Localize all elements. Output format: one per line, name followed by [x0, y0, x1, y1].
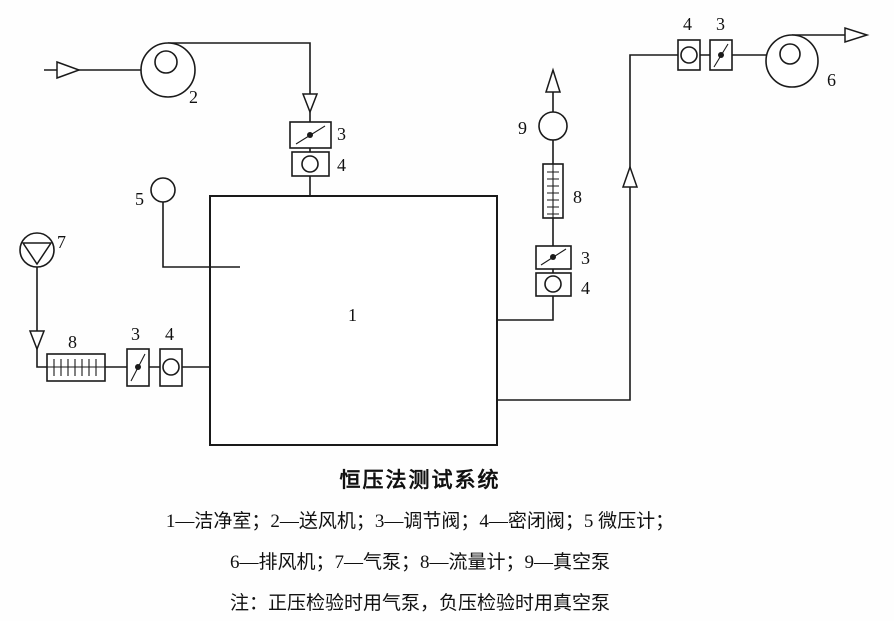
sealed-valve-top-symbol [291, 151, 330, 177]
note-line: 注：正压检验时用气泵，负压检验时用真空泵 [229, 593, 610, 614]
vacuum-up-arrow-icon [544, 67, 562, 93]
label-valve3-topright: 3 [716, 14, 725, 34]
label-valve4-left: 4 [165, 324, 174, 344]
label-supply-fan: 2 [189, 87, 198, 107]
label-valve4-right: 4 [581, 278, 590, 298]
vacuum-line [497, 92, 554, 321]
regulating-valve-topright-symbol [709, 39, 733, 71]
clean-room-box [209, 195, 498, 446]
micromanometer-line [162, 202, 240, 268]
label-valve3-right: 3 [581, 248, 590, 268]
sealed-valve-right-symbol [535, 272, 572, 297]
supply-duct-line [44, 42, 311, 196]
label-valve3-left: 3 [131, 324, 140, 344]
caption-block: 恒压法测试系统 1—洁净室；2—送风机；3—调节阀；4—密闭阀；5 微压计； 6… [0, 464, 840, 615]
legend-line-1: 1—洁净室；2—送风机；3—调节阀；4—密闭阀；5 微压计； [165, 511, 675, 532]
flowmeter-right-symbol [542, 163, 564, 219]
inlet-arrow-icon [56, 60, 82, 80]
label-air-pump: 7 [57, 232, 66, 252]
vacuum-pump-symbol [538, 111, 568, 141]
outlet-arrow-icon [844, 26, 870, 44]
label-exhaust-fan: 6 [827, 70, 836, 90]
label-micromanometer: 5 [135, 189, 144, 209]
label-valve3-top: 3 [337, 124, 346, 144]
air-pump-symbol [19, 232, 55, 268]
exhaust-up-arrow-icon [621, 164, 639, 188]
exhaust-duct-line [497, 34, 845, 401]
sealed-valve-left-symbol [159, 348, 183, 387]
regulating-valve-right-symbol [535, 245, 572, 270]
legend-line-2: 6—排风机；7—气泵；8—流量计；9—真空泵 [229, 552, 610, 573]
exhaust-fan-symbol [765, 34, 819, 88]
flowmeter-left-symbol [46, 353, 106, 382]
pump-down-arrow-icon [28, 330, 46, 352]
supply-fan-symbol [140, 42, 196, 98]
diagram-title: 恒压法测试系统 [339, 468, 501, 492]
label-flowmeter-left: 8 [68, 332, 77, 352]
down-arrow-icon [301, 93, 319, 115]
label-room: 1 [348, 305, 357, 325]
regulating-valve-left-symbol [126, 348, 150, 387]
label-flowmeter-right: 8 [573, 187, 582, 207]
air-pump-line [36, 267, 210, 368]
fan-impeller [779, 43, 801, 65]
sealed-valve-topright-symbol [677, 39, 701, 71]
label-vacuum-pump: 9 [518, 118, 527, 138]
regulating-valve-top-symbol [289, 121, 332, 149]
fan-impeller [154, 50, 178, 74]
label-valve4-top: 4 [337, 155, 346, 175]
micromanometer-symbol [150, 177, 176, 203]
label-valve4-topright: 4 [683, 14, 692, 34]
